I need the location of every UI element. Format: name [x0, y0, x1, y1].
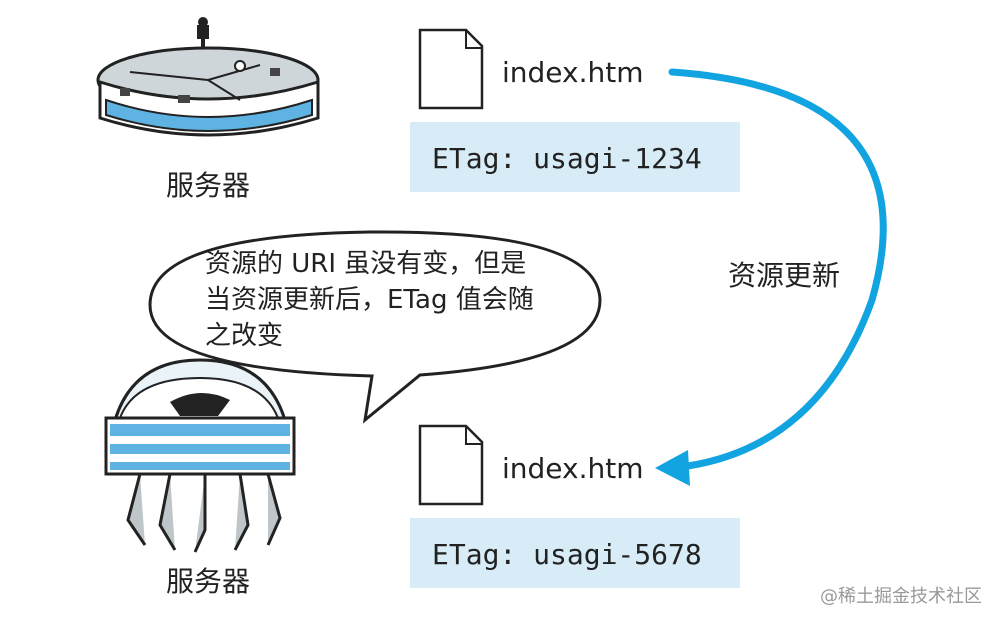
speech-line-3: 之改变: [205, 321, 284, 351]
bottom-file-name: index.htm: [502, 452, 644, 485]
speech-line-1: 资源的 URI 虽没有变，但是: [205, 249, 527, 279]
watermark: @稀土掘金技术社区: [820, 586, 982, 607]
etag-box-top: [410, 122, 740, 192]
arrow-label: 资源更新: [728, 259, 841, 292]
file-icon-top: [418, 28, 484, 110]
speech-bubble-shape: [148, 230, 602, 424]
file-icon-bottom: [418, 424, 484, 506]
top-server-label: 服务器: [166, 169, 251, 202]
speech-line-2: 当资源更新后，ETag 值会随: [205, 285, 534, 315]
top-server-icon: [96, 17, 320, 137]
top-etag-text: ETag: usagi-1234: [432, 142, 702, 175]
etag-box-bottom: [410, 518, 740, 588]
bottom-server-label: 服务器: [166, 565, 251, 598]
speech-bubble-text: 资源的 URI 虽没有变，但是 当资源更新后，ETag 值会随 之改变: [205, 246, 534, 354]
top-file-name: index.htm: [502, 56, 644, 89]
bottom-robot-icon: [104, 358, 296, 553]
update-arrow: [655, 68, 887, 486]
bottom-etag-text: ETag: usagi-5678: [432, 538, 702, 571]
